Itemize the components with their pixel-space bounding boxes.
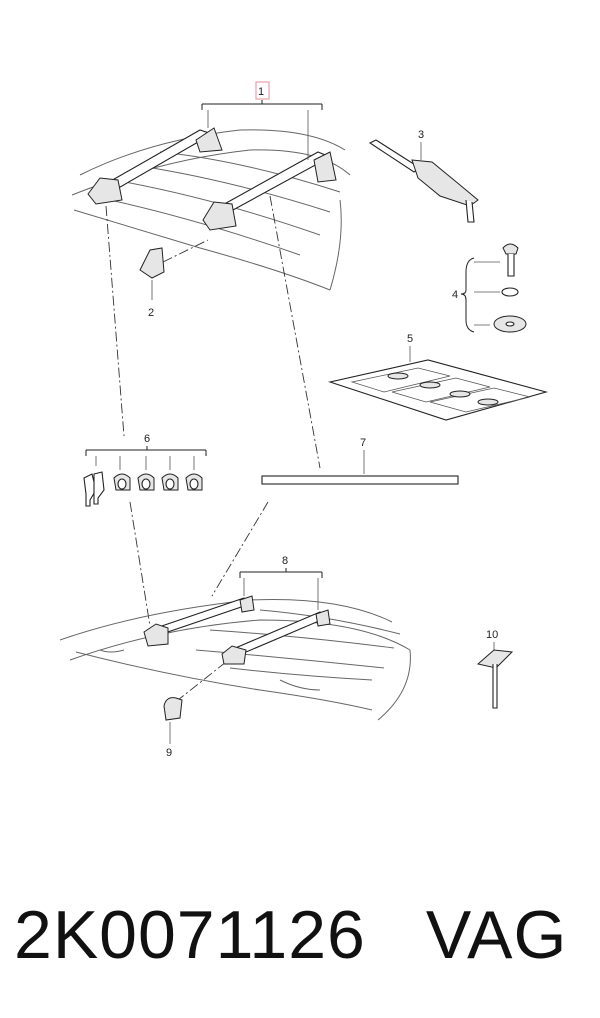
assembly-leader-lines — [105, 195, 321, 701]
callout-3-label: 3 — [418, 129, 424, 141]
callout-10-label: 10 — [486, 629, 498, 641]
part-2-bracket: 2 — [139, 239, 209, 319]
callout-4-label: 4 — [452, 289, 458, 301]
part-3-holder: 3 — [368, 129, 479, 223]
part-9-end-cap: 9 — [163, 697, 183, 759]
callout-1: 1 — [201, 81, 323, 160]
callout-8-label: 8 — [282, 555, 288, 567]
part-number-caption: 2K0071126 VAG — [14, 890, 594, 980]
roof-bar-set-bottom — [143, 595, 331, 665]
part-5-label-sheet: 5 — [327, 333, 549, 421]
callout-5-label: 5 — [407, 333, 413, 345]
part-4-fixings: 4 — [452, 243, 527, 333]
part-10-t-handle-tool: 10 — [476, 629, 514, 709]
part-6-locks-and-keys: 6 — [83, 433, 207, 507]
brand-name: VAG — [425, 897, 568, 973]
callout-1-highlight — [255, 81, 270, 100]
part-7-trim-strip: 7 — [261, 437, 459, 485]
callout-1-label: 1 — [258, 86, 264, 98]
callout-2-label: 2 — [148, 307, 154, 319]
callout-8: 8 — [239, 555, 323, 610]
callout-7-label: 7 — [360, 437, 366, 449]
roof-bar-set-top — [87, 127, 337, 231]
callout-9-label: 9 — [166, 747, 172, 759]
part-number: 2K0071126 — [14, 897, 366, 973]
callout-6-label: 6 — [144, 433, 150, 445]
